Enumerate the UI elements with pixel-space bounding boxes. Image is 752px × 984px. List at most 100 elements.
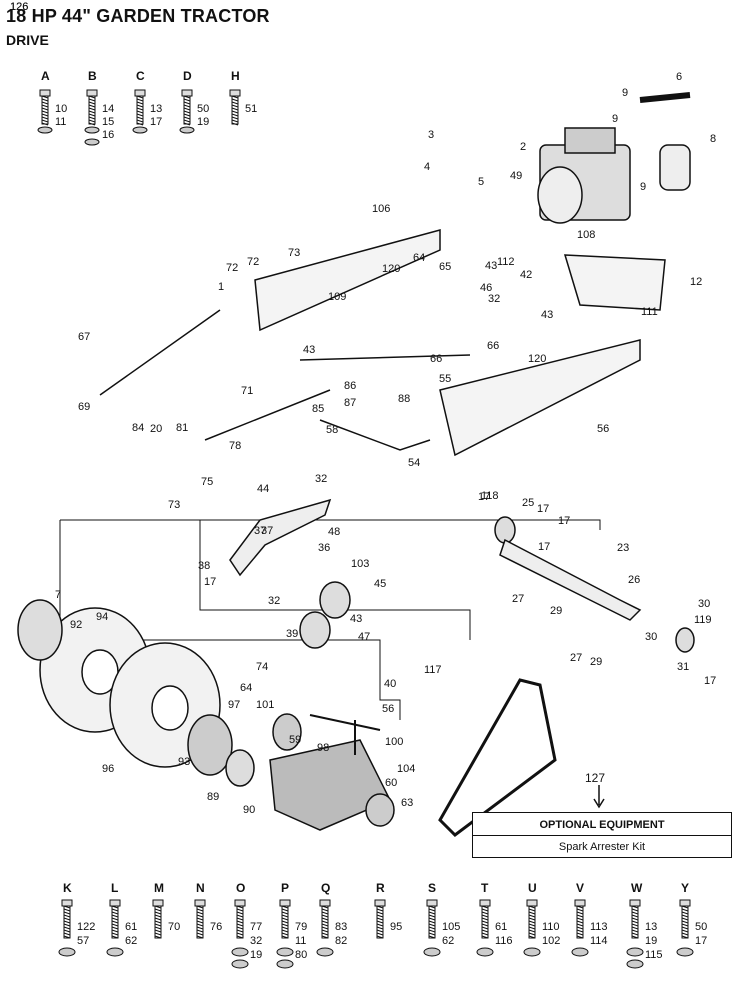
callout-63: 63 bbox=[401, 797, 413, 809]
callout-58: 58 bbox=[326, 424, 338, 436]
optional-equipment-title: OPTIONAL EQUIPMENT bbox=[539, 819, 665, 831]
callout-20: 20 bbox=[150, 423, 162, 435]
callout-74: 74 bbox=[256, 661, 268, 673]
callout-29: 29 bbox=[550, 605, 562, 617]
legend-num: 122 bbox=[77, 921, 95, 933]
callout-44: 44 bbox=[257, 483, 269, 495]
callout-43: 43 bbox=[303, 344, 315, 356]
page-subtitle: DRIVE bbox=[6, 32, 49, 48]
callout-111: 111 bbox=[641, 306, 658, 318]
optional-equipment-box: OPTIONAL EQUIPMENT Spark Arrester Kit bbox=[472, 812, 732, 858]
callout-69: 69 bbox=[78, 401, 90, 413]
callout-37: 37 bbox=[261, 525, 273, 537]
legend-num: 77 bbox=[250, 921, 262, 933]
callout-112: 112 bbox=[497, 256, 515, 268]
callout-88: 88 bbox=[398, 393, 410, 405]
callout-64: 64 bbox=[240, 682, 252, 694]
outline-left bbox=[60, 519, 601, 530]
callout-36: 36 bbox=[318, 542, 330, 554]
legend-letter-D: D bbox=[183, 69, 192, 83]
callout-85: 85 bbox=[312, 403, 324, 415]
nut-icon bbox=[231, 959, 249, 969]
legend-num: 50 bbox=[197, 103, 209, 115]
legend-num: 95 bbox=[390, 921, 402, 933]
washer-icon bbox=[179, 126, 195, 134]
nut-icon bbox=[231, 947, 249, 957]
nut-icon bbox=[571, 947, 589, 957]
legend-num: 15 bbox=[102, 116, 114, 128]
callout-1: 1 bbox=[218, 281, 224, 293]
callout-90: 90 bbox=[243, 804, 255, 816]
callout-120: 120 bbox=[382, 263, 400, 275]
callout-120: 120 bbox=[528, 353, 546, 365]
legend-num: 116 bbox=[495, 935, 513, 947]
bottom-hardware-legend: K12257L6162M70N76O773219P791180Q8382R95S… bbox=[58, 881, 707, 969]
callout-12: 12 bbox=[690, 276, 702, 288]
callout-8: 8 bbox=[710, 133, 716, 145]
legend-num: 114 bbox=[590, 935, 608, 947]
legend-num: 19 bbox=[250, 949, 262, 961]
callout-29: 29 bbox=[590, 656, 602, 668]
callout-46: 46 bbox=[480, 282, 492, 294]
shift-lever bbox=[309, 714, 381, 755]
legend-num: 57 bbox=[77, 935, 89, 947]
callout-56: 56 bbox=[382, 703, 394, 715]
callout-93: 93 bbox=[178, 756, 190, 768]
legend-num: 50 bbox=[695, 921, 707, 933]
callout-59: 59 bbox=[289, 734, 301, 746]
nut-icon bbox=[626, 959, 644, 969]
legend-num: 83 bbox=[335, 921, 347, 933]
callout-23: 23 bbox=[617, 542, 629, 554]
callout-17: 17 bbox=[538, 541, 550, 553]
washer-icon bbox=[84, 126, 100, 134]
callout-89: 89 bbox=[207, 791, 219, 803]
legend-letter-S: S bbox=[428, 881, 436, 895]
callout-39: 39 bbox=[286, 628, 298, 640]
callout-54: 54 bbox=[408, 457, 420, 469]
legend-num: 32 bbox=[250, 935, 262, 947]
drive-pulleys bbox=[299, 516, 695, 653]
control-rods bbox=[99, 309, 471, 451]
bellcrank bbox=[229, 498, 332, 577]
callout-43: 43 bbox=[541, 309, 553, 321]
callout-45: 45 bbox=[374, 578, 386, 590]
callout-60: 60 bbox=[385, 777, 397, 789]
legend-num: 19 bbox=[645, 935, 657, 947]
callout-26: 26 bbox=[628, 574, 640, 586]
callout-101: 101 bbox=[256, 699, 274, 711]
drive-belt bbox=[438, 678, 557, 837]
nut-icon bbox=[316, 947, 334, 957]
outline-mid bbox=[199, 520, 471, 640]
callout-67: 67 bbox=[78, 331, 90, 343]
legend-num: 51 bbox=[245, 103, 257, 115]
callout-71: 71 bbox=[241, 385, 253, 397]
legend-num: 17 bbox=[150, 116, 162, 128]
optional-equipment-item: Spark Arrester Kit bbox=[558, 841, 646, 853]
callout-9: 9 bbox=[622, 87, 628, 99]
callout-72: 72 bbox=[226, 262, 238, 274]
callout-labels: 1234567899912171717171717202325262727292… bbox=[10, 1, 716, 816]
legend-num: 61 bbox=[125, 921, 137, 933]
callout-75: 75 bbox=[201, 476, 213, 488]
legend-num: 82 bbox=[335, 935, 347, 947]
legend-num: 110 bbox=[542, 921, 560, 933]
legend-letter-W: W bbox=[631, 881, 643, 895]
nut-icon bbox=[676, 947, 694, 957]
legend-num: 62 bbox=[442, 935, 454, 947]
legend-num: 13 bbox=[150, 103, 162, 115]
callout-100: 100 bbox=[385, 736, 403, 748]
engine bbox=[537, 127, 631, 224]
legend-letter-A: A bbox=[41, 69, 50, 83]
callout-84: 84 bbox=[132, 422, 144, 434]
optional-equipment-ref: 127 bbox=[585, 771, 606, 785]
nut-icon bbox=[523, 947, 541, 957]
legend-letter-V: V bbox=[576, 881, 584, 895]
callout-78: 78 bbox=[229, 440, 241, 452]
callout-106: 106 bbox=[372, 203, 390, 215]
callout-66: 66 bbox=[487, 340, 499, 352]
callout-43: 43 bbox=[350, 613, 362, 625]
callout-27: 27 bbox=[570, 652, 582, 664]
legend-num: 62 bbox=[125, 935, 137, 947]
